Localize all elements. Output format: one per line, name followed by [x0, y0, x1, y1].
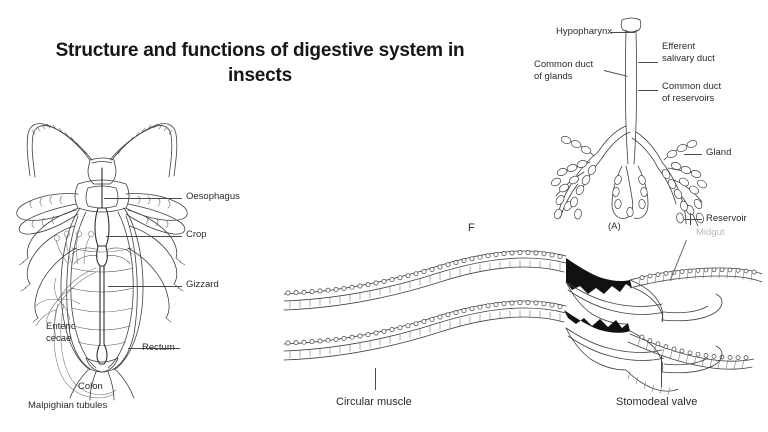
- label-gland: Gland: [706, 147, 732, 158]
- label-common-duct-glands-line2: of glands: [534, 71, 573, 82]
- label-circular-muscle: Circular muscle: [336, 396, 412, 408]
- label-crop: Crop: [186, 229, 207, 240]
- leader-stomodeal-valve: [661, 355, 662, 387]
- leader-gland: [684, 154, 702, 155]
- label-reservoir: Reservoir: [706, 213, 747, 224]
- label-gizzard: Gizzard: [186, 279, 219, 290]
- leader-common-duct-reservoirs: [638, 90, 658, 91]
- leader-gizzard: [108, 286, 182, 287]
- label-common-duct-reservoirs-line1: Common duct: [662, 81, 722, 92]
- leader-rectum: [128, 348, 180, 349]
- label-malpighian-tubules: Malpighian tubules: [28, 400, 108, 411]
- label-common-duct-reservoirs-line2: of reservoirs: [662, 93, 715, 104]
- label-common-duct-glands-line1: Common duct: [534, 59, 594, 70]
- leader-reservoir: [684, 219, 702, 220]
- salivary-glands-figure: [530, 14, 730, 239]
- leader-crop: [106, 236, 182, 237]
- label-efferent-salivary-duct-line2: salivary duct: [662, 53, 715, 64]
- label-rectum: Rectum: [142, 342, 175, 353]
- leader-oesophagus: [104, 198, 182, 199]
- label-colon: Colon: [78, 381, 103, 392]
- label-midgut: Midgut: [696, 227, 725, 238]
- label-stomodeal-valve: Stomodeal valve: [616, 396, 698, 408]
- label-enteric-cecae-line1: Enteric: [46, 321, 76, 332]
- leader-efferent-salivary-duct: [638, 62, 658, 63]
- label-hypopharynx: Hypopharynx: [556, 26, 612, 37]
- label-efferent-salivary-duct-line1: Efferent: [662, 41, 696, 52]
- page-title: Structure and functions of digestive sys…: [55, 40, 465, 87]
- insect-alimentary-canal-figure: [8, 108, 198, 408]
- leader-circular-muscle: [375, 368, 376, 390]
- panel-letter-f: F: [468, 222, 475, 234]
- leader-reservoir-tick: [690, 213, 691, 225]
- leader-hypopharynx: [611, 32, 635, 33]
- panel-letter-a: (A): [608, 221, 621, 232]
- label-enteric-cecae-line2: cecae: [46, 333, 72, 344]
- label-oesophagus: Oesophagus: [186, 191, 240, 202]
- stomodeal-valve-figure: [278, 232, 768, 400]
